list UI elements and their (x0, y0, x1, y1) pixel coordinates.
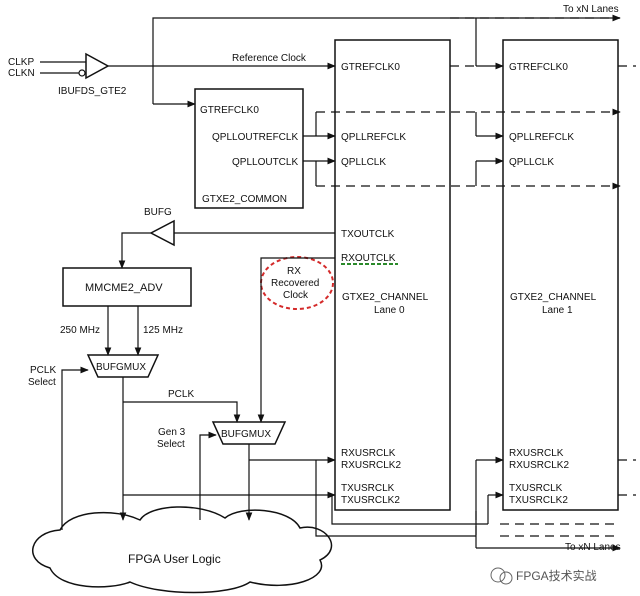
rx-recovered-line2: Recovered (271, 278, 319, 289)
mmcme2-adv-box (62, 267, 192, 307)
dashed-wires (316, 17, 636, 537)
bufgmux1-title: BUFGMUX (96, 362, 146, 373)
ch0-port-gtrefclk0: GTREFCLK0 (341, 62, 400, 73)
ch0-title: GTXE2_CHANNEL (342, 292, 429, 303)
reference-clock-label: Reference Clock (232, 53, 307, 64)
mmcm-title: MMCME2_ADV (85, 282, 163, 294)
rx-recovered-line3: Clock (283, 290, 309, 301)
clkp-label: CLKP (8, 57, 34, 68)
watermark-text: FPGA技术实战 (516, 568, 597, 583)
ch0-port-qpllrefclk: QPLLREFCLK (341, 132, 406, 143)
bufgmux2-title: BUFGMUX (221, 429, 271, 440)
ch0-port-rxoutclk: RXOUTCLK (341, 253, 396, 264)
ch0-port-txusrclk2: TXUSRCLK2 (341, 495, 400, 506)
ch0-port-qpllclk: QPLLCLK (341, 157, 386, 168)
watermark: FPGA技术实战 (490, 567, 597, 585)
ch0-lane: Lane 0 (374, 305, 405, 316)
gen3-select-line1: Gen 3 (158, 427, 186, 438)
ch1-port-qpllrefclk: QPLLREFCLK (509, 132, 574, 143)
top-to-lanes-label: To xN Lanes (563, 4, 619, 15)
pclk-select-line1: PCLK (30, 365, 56, 376)
common-port-qplloutrefclk: QPLLOUTREFCLK (212, 132, 298, 143)
ch1-port-qpllclk: QPLLCLK (509, 157, 554, 168)
ch1-lane: Lane 1 (542, 305, 573, 316)
gtxe2-channel-lane1-box (502, 39, 619, 511)
gtxe2-common-box (194, 88, 304, 209)
mmcm-out-250: 250 MHz (60, 325, 100, 336)
ch0-port-rxusrclk: RXUSRCLK (341, 448, 396, 459)
common-port-qplloutclk: QPLLOUTCLK (232, 157, 298, 168)
fpga-user-logic-label: FPGA User Logic (128, 552, 221, 566)
ch0-port-txoutclk: TXOUTCLK (341, 229, 395, 240)
bufg-buffer-shape (149, 219, 175, 247)
mmcm-out-125: 125 MHz (143, 325, 183, 336)
ch0-port-txusrclk: TXUSRCLK (341, 483, 395, 494)
bufg-label: BUFG (144, 207, 172, 218)
ch1-port-gtrefclk0: GTREFCLK0 (509, 62, 568, 73)
ch1-port-rxusrclk: RXUSRCLK (509, 448, 564, 459)
bottom-to-lanes-label: To xN Lanes (565, 542, 621, 553)
gen3-select-line2: Select (157, 439, 185, 450)
ch1-title: GTXE2_CHANNEL (510, 292, 597, 303)
clkn-label: CLKN (8, 68, 35, 79)
ch1-port-txusrclk: TXUSRCLK (509, 483, 563, 494)
ibufds-invert-bubble (78, 69, 86, 77)
pclk-select-line2: Select (28, 377, 56, 388)
rx-recovered-line1: RX (287, 266, 301, 277)
ibufds-buffer-shape (85, 52, 110, 80)
fpga-user-logic-cloud (32, 506, 333, 594)
pclk-label: PCLK (168, 389, 194, 400)
ch1-port-rxusrclk2: RXUSRCLK2 (509, 460, 569, 471)
wires (40, 14, 621, 552)
ch1-port-txusrclk2: TXUSRCLK2 (509, 495, 568, 506)
ibufds-label: IBUFDS_GTE2 (58, 86, 127, 97)
gtxe2-channel-lane0-box (334, 39, 451, 511)
rx-recovered-clock-marker (260, 256, 334, 310)
common-port-gtrefclk0: GTREFCLK0 (200, 105, 259, 116)
common-title: GTXE2_COMMON (202, 194, 287, 205)
ch0-port-rxusrclk2: RXUSRCLK2 (341, 460, 401, 471)
